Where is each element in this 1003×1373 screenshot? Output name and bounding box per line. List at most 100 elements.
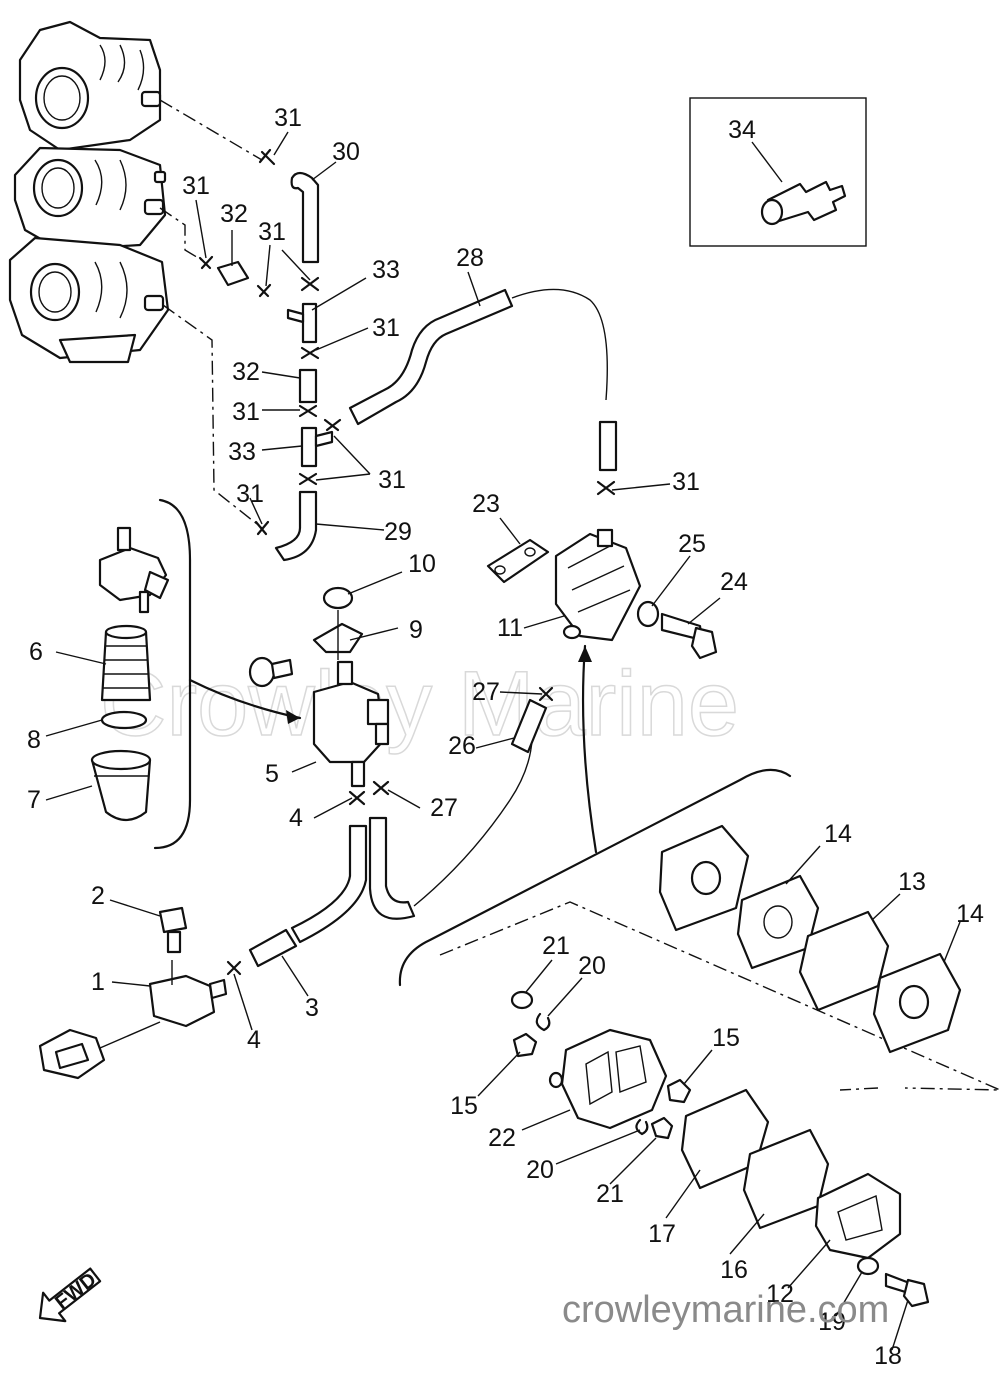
callout-c5: 5 bbox=[265, 760, 279, 788]
nut-21-b bbox=[650, 1116, 674, 1140]
callout-c12: 12 bbox=[766, 1280, 794, 1308]
fuel-filter-5 bbox=[312, 660, 390, 788]
cover-12 bbox=[814, 1172, 902, 1260]
callout-c21a: 21 bbox=[542, 932, 570, 960]
clip-31-a bbox=[258, 148, 276, 166]
callout-c8: 8 bbox=[27, 726, 41, 754]
hose-28 bbox=[348, 288, 608, 426]
screw-filter bbox=[248, 656, 294, 688]
carburetor-assembly bbox=[8, 20, 170, 364]
callout-labels: 1234456789101112131414151516171819202021… bbox=[27, 104, 984, 1370]
callout-c32b: 32 bbox=[232, 358, 260, 386]
gasket-23 bbox=[486, 538, 550, 584]
panel-curve bbox=[398, 768, 792, 987]
callout-c4b: 4 bbox=[247, 1026, 261, 1054]
hose-26 bbox=[510, 698, 548, 754]
cover-gasket-top bbox=[658, 824, 750, 932]
callout-c3: 3 bbox=[305, 994, 319, 1022]
callout-c27b: 27 bbox=[430, 794, 458, 822]
clip-31-j bbox=[596, 480, 616, 496]
callout-c32a: 32 bbox=[220, 200, 248, 228]
washer-25 bbox=[636, 600, 660, 628]
callout-c31h: 31 bbox=[236, 480, 264, 508]
pipe-32-a bbox=[216, 260, 250, 287]
clip-27-upper bbox=[372, 780, 390, 796]
pump-body-22 bbox=[548, 1028, 668, 1130]
clip-20-b bbox=[635, 1118, 649, 1136]
pipe-3 bbox=[248, 928, 298, 968]
clip-4-upper bbox=[348, 790, 366, 806]
callout-c1: 1 bbox=[91, 968, 105, 996]
joint-34 bbox=[760, 180, 847, 226]
callout-c31b: 31 bbox=[182, 172, 210, 200]
callout-c18: 18 bbox=[874, 1342, 902, 1370]
screw-18 bbox=[884, 1272, 930, 1308]
carburetor-middle bbox=[13, 146, 167, 252]
quick-connector bbox=[38, 1021, 161, 1080]
callout-c6: 6 bbox=[29, 638, 43, 666]
clip-31-e bbox=[300, 346, 320, 360]
callout-c17: 17 bbox=[648, 1220, 676, 1248]
clip-4-lower bbox=[226, 960, 242, 976]
clip-31-f bbox=[298, 404, 318, 418]
pump-arrow-line bbox=[581, 644, 598, 854]
clip-31-i bbox=[254, 520, 270, 536]
joint-1 bbox=[148, 960, 228, 1028]
clip-31-b bbox=[198, 255, 214, 270]
callout-c21b: 21 bbox=[596, 1180, 624, 1208]
callout-c9: 9 bbox=[409, 616, 423, 644]
callout-c31c: 31 bbox=[258, 218, 286, 246]
callout-c20a: 20 bbox=[578, 952, 606, 980]
bolt-24 bbox=[660, 612, 718, 660]
callout-c2: 2 bbox=[91, 882, 105, 910]
hose-30 bbox=[290, 171, 320, 264]
watermark: Crowley Marine bbox=[100, 653, 739, 755]
leader-lines bbox=[45, 131, 961, 1351]
callout-c19: 19 bbox=[818, 1308, 846, 1336]
clip-20-a bbox=[535, 1012, 551, 1032]
hose-short-right bbox=[598, 420, 618, 472]
nut-15-b bbox=[666, 1078, 692, 1104]
callout-c14a: 14 bbox=[824, 820, 852, 848]
oring-8 bbox=[100, 710, 148, 730]
diaphragm-14-b bbox=[872, 952, 962, 1054]
callout-c26: 26 bbox=[448, 732, 476, 760]
callout-c11: 11 bbox=[497, 614, 523, 642]
hose-29 bbox=[274, 490, 318, 562]
callout-c25: 25 bbox=[678, 530, 706, 558]
callout-c31d: 31 bbox=[372, 314, 400, 342]
fuel-pump-11 bbox=[554, 528, 642, 642]
callout-c31a: 31 bbox=[274, 104, 302, 132]
callout-c14b: 14 bbox=[956, 900, 984, 928]
filter-top-assy bbox=[98, 526, 170, 614]
joint-33-a bbox=[286, 302, 318, 344]
clip-31-g bbox=[323, 418, 342, 432]
callout-c24: 24 bbox=[720, 568, 748, 596]
clip-31-h bbox=[298, 472, 318, 486]
callout-c20b: 20 bbox=[526, 1156, 554, 1184]
nut-21-a bbox=[510, 990, 534, 1010]
callout-c28: 28 bbox=[456, 244, 484, 272]
filter-element-6 bbox=[100, 624, 152, 702]
hose-filter-to-pump bbox=[368, 739, 533, 920]
callout-c15a: 15 bbox=[712, 1024, 740, 1052]
callout-c31f: 31 bbox=[378, 466, 406, 494]
callout-c15b: 15 bbox=[450, 1092, 478, 1120]
nut-15-a bbox=[512, 1032, 538, 1058]
clip-31-c bbox=[256, 283, 272, 298]
callout-c31g: 31 bbox=[672, 468, 700, 496]
clip-31-d bbox=[300, 276, 320, 292]
joint-33-b bbox=[300, 426, 334, 468]
bolt-2 bbox=[158, 906, 188, 954]
callout-c33a: 33 bbox=[372, 256, 400, 284]
callout-c29: 29 bbox=[384, 518, 412, 546]
carburetor-top bbox=[18, 20, 162, 152]
fwd-arrow-icon: FWD bbox=[38, 1267, 102, 1323]
callout-c7: 7 bbox=[27, 786, 41, 814]
callout-c31e: 31 bbox=[232, 398, 260, 426]
filter-cup-7 bbox=[90, 749, 152, 822]
callout-c23: 23 bbox=[472, 490, 500, 518]
callout-c27a: 27 bbox=[472, 678, 500, 706]
